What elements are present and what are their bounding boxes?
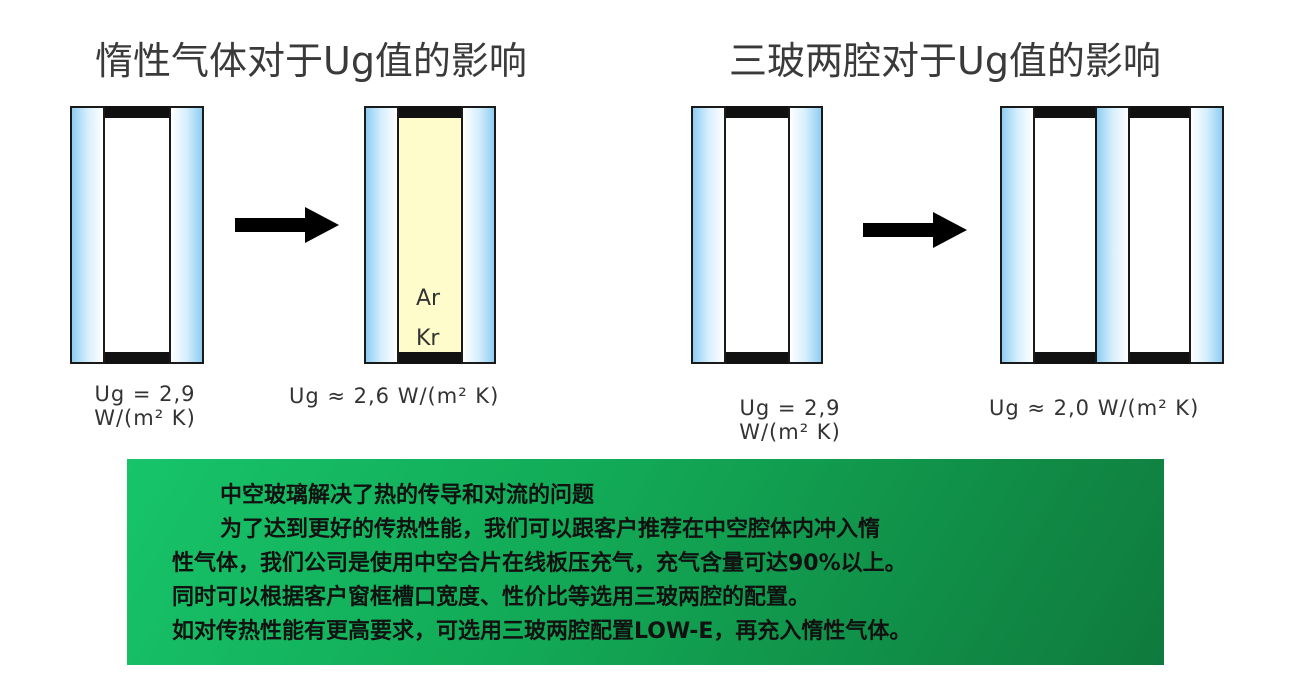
glass-pane-right — [1189, 106, 1224, 364]
arrow-right-icon — [863, 212, 967, 248]
title-inert-gas: 惰性气体对于Ug值的影响 — [95, 39, 527, 83]
triple-glazing-unit — [1000, 106, 1224, 364]
glass-pane-left — [1000, 106, 1035, 364]
cavity-1 — [1035, 106, 1095, 364]
glass-pane-middle — [1095, 106, 1130, 364]
glass-pane-right — [461, 106, 496, 364]
summary-line-2: 为了达到更好的传热性能，我们可以跟客户推荐在中空腔体内冲入惰 — [220, 517, 881, 542]
ug-value-air-double: Ug = 2,9 W/(m² K) — [60, 382, 230, 430]
air-cavity — [726, 106, 788, 364]
arrow-right-icon — [235, 207, 339, 243]
glass-pane-left — [691, 106, 726, 364]
glass-pane-left — [364, 106, 399, 364]
ug-value-line1: Ug = 2,9 — [94, 382, 196, 406]
ug-value-gas-double: Ug ≈ 2,6 W/(m² K) — [289, 384, 500, 408]
summary-line-4: 同时可以根据客户窗框槽口宽度、性价比等选用三玻两腔的配置。 — [172, 585, 811, 610]
summary-line-3: 性气体，我们公司是使用中空合片在线板压充气，充气含量可达90%以上。 — [172, 551, 907, 576]
title-triple-glazing: 三玻两腔对于Ug值的影响 — [729, 39, 1161, 83]
ug-value-double: Ug = 2,9 W/(m² K) — [705, 396, 875, 444]
gas-cavity — [399, 106, 461, 364]
krypton-label: Kr — [416, 326, 440, 351]
argon-label: Ar — [416, 286, 441, 311]
ug-value-line2: W/(m² K) — [94, 406, 196, 430]
double-glazing-gas-unit: Ar Kr — [364, 106, 496, 364]
glass-pane-right — [788, 106, 823, 364]
ug-value-triple: Ug ≈ 2,0 W/(m² K) — [989, 396, 1200, 420]
double-glazing-unit — [691, 106, 823, 364]
ug-value-line2: W/(m² K) — [739, 420, 841, 444]
glass-pane-left — [70, 106, 105, 364]
double-glazing-air-unit — [70, 106, 204, 364]
summary-panel: 中空玻璃解决了热的传导和对流的问题 为了达到更好的传热性能，我们可以跟客户推荐在… — [127, 459, 1164, 665]
ug-value-line1: Ug = 2,9 — [739, 396, 841, 420]
glass-pane-right — [169, 106, 204, 364]
summary-line-1: 中空玻璃解决了热的传导和对流的问题 — [220, 483, 595, 508]
air-cavity — [105, 106, 169, 364]
summary-line-5: 如对传热性能有更高要求，可选用三玻两腔配置LOW-E，再充入惰性气体。 — [172, 619, 912, 644]
cavity-2 — [1130, 106, 1189, 364]
